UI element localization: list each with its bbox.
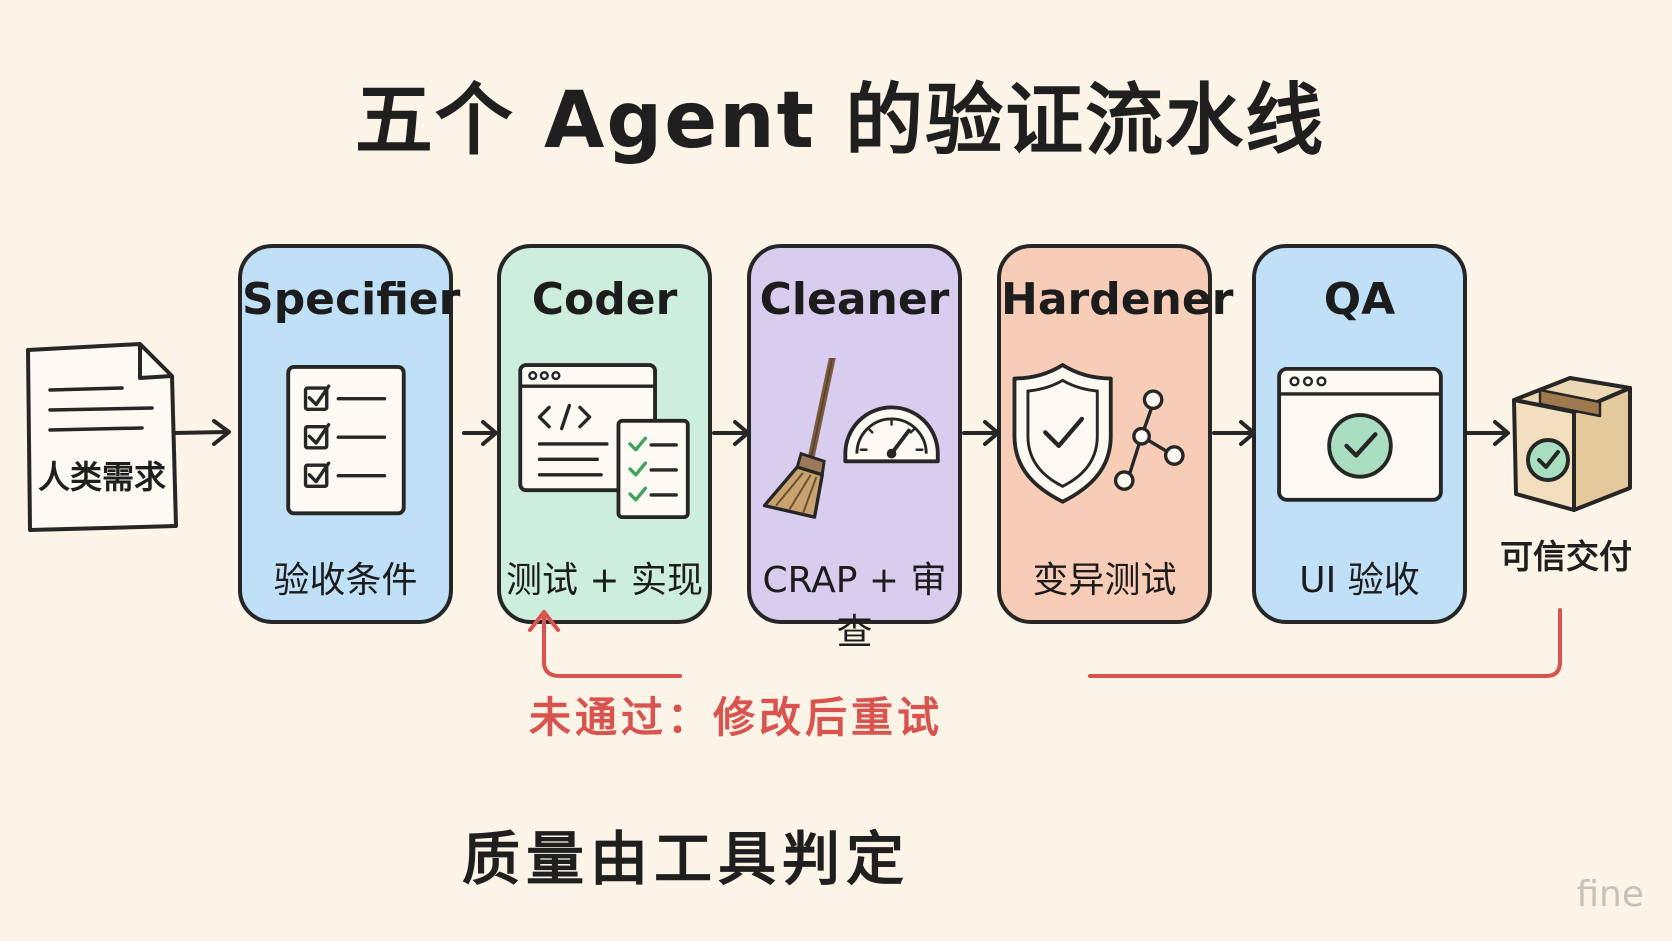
- stage-name: Cleaner: [759, 274, 950, 325]
- stage-tag: 测试 + 实现: [505, 560, 704, 601]
- arrow-coder-to-cleaner: [712, 420, 750, 446]
- arrow-cleaner-to-hardener: [962, 420, 1000, 446]
- broom-gauge-icon: [762, 358, 940, 519]
- code-window-icon: [518, 363, 690, 520]
- stage-qa: QA UI 验收: [1252, 244, 1467, 624]
- arrow-specifier-to-coder: [462, 420, 498, 446]
- browser-check-icon: [1277, 366, 1443, 502]
- shield-graph-icon: [1012, 363, 1185, 504]
- stage-coder: Coder 测试: [497, 244, 712, 624]
- requirements-document-icon: [26, 342, 178, 532]
- stage-name: Hardener: [1001, 274, 1234, 325]
- stage-name: QA: [1323, 274, 1396, 325]
- graph-nodes-icon: [1113, 389, 1185, 491]
- arrow-qa-to-delivery: [1462, 420, 1510, 446]
- diagram-title: 五个 Agent 的验证流水线: [354, 76, 1326, 166]
- input-label: 人类需求: [38, 458, 167, 496]
- feedback-loop-arrow: [528, 608, 1562, 678]
- checklist-icon: [286, 365, 406, 516]
- watermark: fine: [1576, 874, 1644, 915]
- stage-tag: CRAP + 审查: [762, 560, 947, 653]
- stage-tag: 验收条件: [273, 560, 418, 601]
- stage-name: Specifier: [242, 274, 461, 325]
- stage-hardener: Hardener 变异测试: [997, 244, 1234, 624]
- feedback-label: 未通过：修改后重试: [528, 693, 943, 742]
- arrow-input-to-specifier: [172, 419, 231, 446]
- stage-tag: UI 验收: [1299, 560, 1420, 601]
- broom-icon: [762, 358, 836, 519]
- stage-cleaner: Cleaner: [747, 244, 962, 653]
- footer-caption: 质量由工具判定: [461, 825, 910, 893]
- stage-specifier: Specifier 验收条件: [238, 244, 461, 624]
- shield-icon: [1012, 363, 1113, 504]
- stage-tag: 变异测试: [1032, 560, 1177, 601]
- gauge-icon: [843, 405, 940, 464]
- stage-name: Coder: [531, 274, 678, 325]
- delivery-package-icon: [1512, 376, 1632, 512]
- output-label: 可信交付: [1500, 537, 1632, 576]
